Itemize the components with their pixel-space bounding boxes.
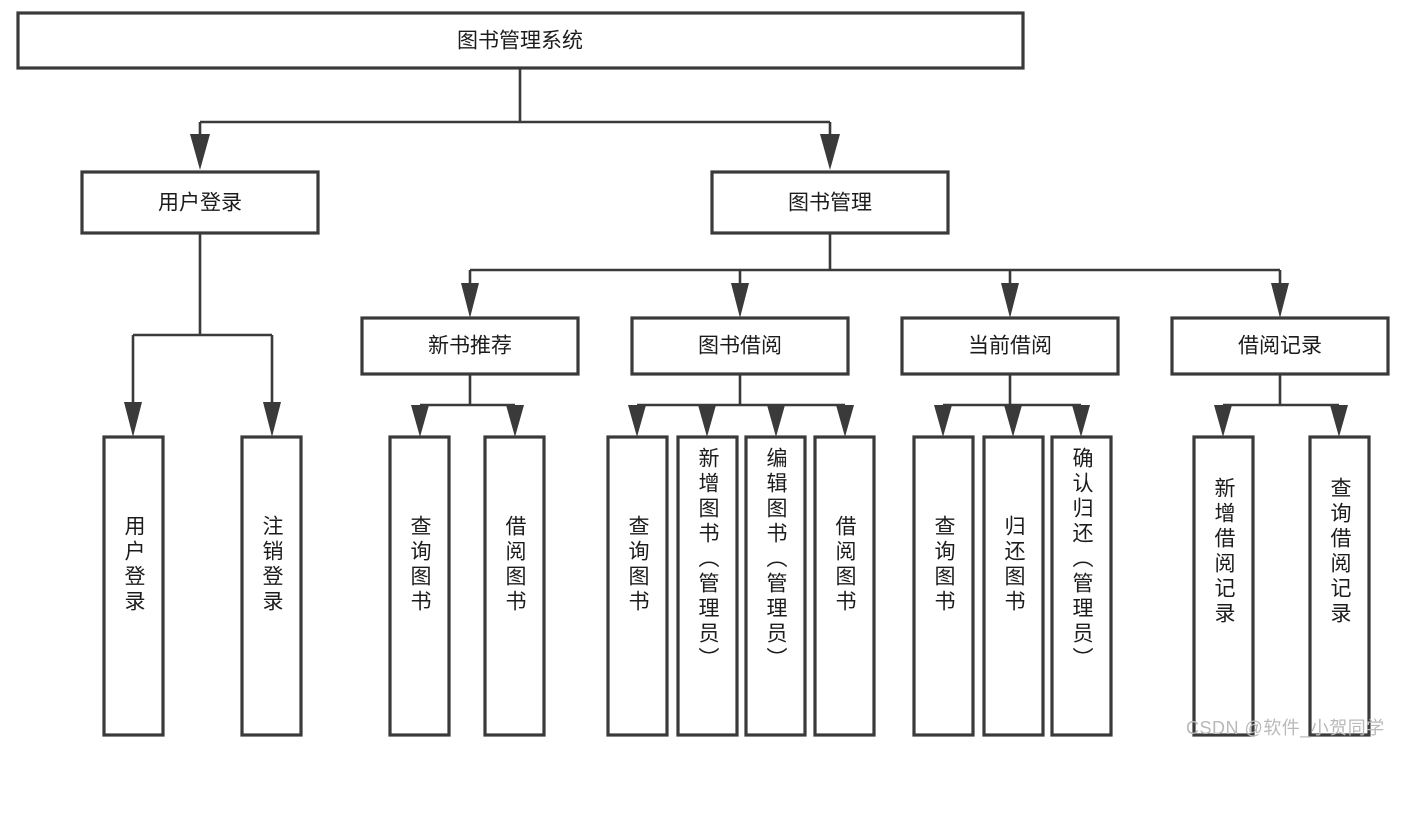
flowchart-canvas: 图书管理系统 用户登录 图书管理 新书推荐 图书借阅 当前 [16,11,1390,738]
node-user-login-rect[interactable] [80,170,320,235]
arrow-head-leaf-8 [836,405,854,437]
arrow-head-leaf-9 [934,405,952,437]
arrow-head-book-mgmt [820,134,840,170]
node-new-book-recommend-label: 新书推荐 [428,335,512,358]
leaf-rect-6[interactable] [676,435,739,737]
arrow-head-new-book-rec [461,283,479,318]
leaf-rect-12[interactable] [1192,435,1255,737]
arrow-head-user-login [190,134,210,170]
node-root-rect[interactable] [16,11,1025,70]
node-root[interactable]: 图书管理系统 [16,11,1025,70]
leaf-rect-2[interactable] [240,435,303,737]
node-book-management-rect[interactable] [710,170,950,235]
node-current-borrow[interactable]: 当前借阅 [900,316,1120,376]
arrow-head-leaf-1 [124,402,142,437]
node-new-book-recommend-rect[interactable] [360,316,580,376]
node-borrow-record[interactable]: 借阅记录 [1170,316,1390,376]
flowchart-svg: 图书管理系统 用户登录 图书管理 新书推荐 图书借阅 当前 [16,11,1390,737]
node-user-login-label: 用户登录 [158,192,242,215]
arrow-head-leaf-6 [698,405,716,437]
node-layer: 图书管理系统 用户登录 图书管理 新书推荐 图书借阅 当前 [16,11,1390,737]
leaf-rect-10[interactable] [982,435,1045,737]
arrow-head-leaf-11 [1072,405,1090,437]
leaf-rect-9[interactable] [912,435,975,737]
arrow-head-leaf-10 [1004,405,1022,437]
arrow-head-leaf-3 [411,405,429,437]
arrow-head-book-borrow [731,283,749,318]
node-current-borrow-rect[interactable] [900,316,1120,376]
node-borrow-record-label: 借阅记录 [1238,335,1322,358]
node-book-borrow-label: 图书借阅 [698,335,782,358]
connector-layer [124,68,1348,437]
node-new-book-recommend[interactable]: 新书推荐 [360,316,580,376]
leaf-rect-13[interactable] [1308,435,1371,737]
arrow-head-leaf-12 [1214,405,1232,437]
node-book-borrow[interactable]: 图书借阅 [630,316,850,376]
arrow-head-leaf-4 [506,405,524,437]
arrow-head-leaf-7 [767,405,785,437]
leaf-rect-11[interactable] [1050,435,1113,737]
arrow-head-leaf-2 [263,402,281,437]
node-root-label: 图书管理系统 [457,30,583,53]
leaf-rect-8[interactable] [813,435,876,737]
arrow-head-leaf-5 [628,405,646,437]
leaf-rect-7[interactable] [744,435,807,737]
node-book-borrow-rect[interactable] [630,316,850,376]
node-book-management-label: 图书管理 [788,192,872,215]
arrow-head-current-borrow [1001,283,1019,318]
leaf-rect-4[interactable] [483,435,546,737]
node-book-management[interactable]: 图书管理 [710,170,950,235]
csdn-watermark: CSDN @软件_小贺同学 [1186,718,1385,738]
leaf-rect-3[interactable] [388,435,451,737]
node-borrow-record-rect[interactable] [1170,316,1390,376]
node-user-login[interactable]: 用户登录 [80,170,320,235]
leaf-rect-5[interactable] [606,435,669,737]
arrow-head-leaf-13 [1330,405,1348,437]
node-current-borrow-label: 当前借阅 [968,335,1052,358]
arrow-head-borrow-record [1271,283,1289,318]
leaf-rect-1[interactable] [102,435,165,737]
